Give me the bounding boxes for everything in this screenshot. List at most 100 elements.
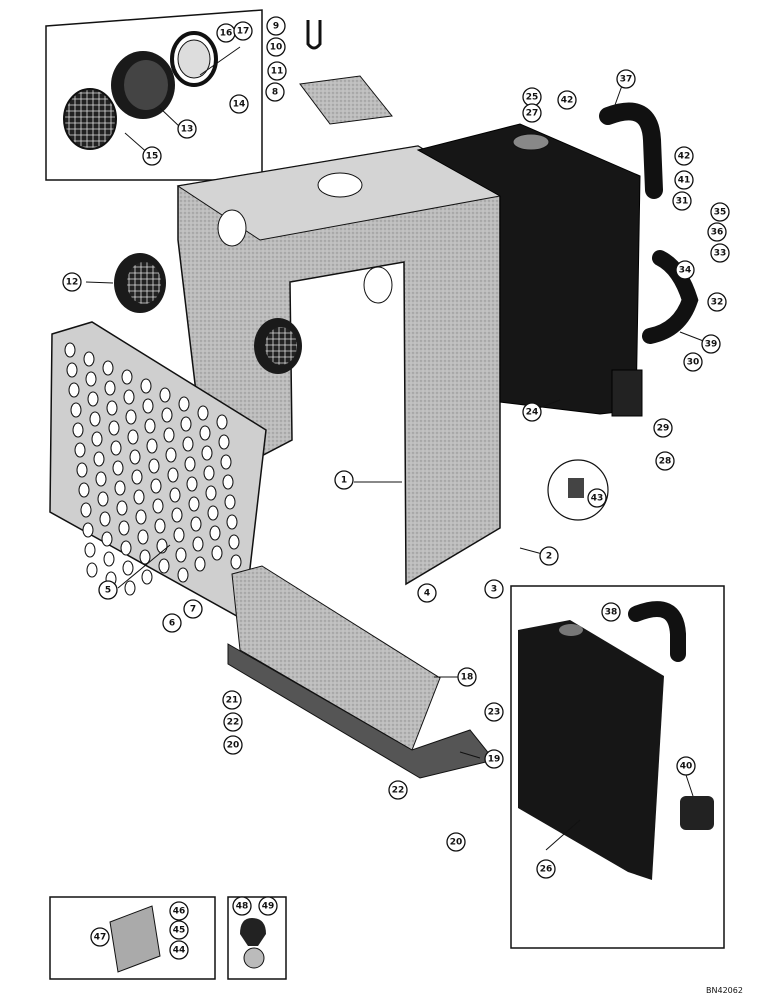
grille-hole <box>114 480 126 496</box>
radiator-shroud <box>176 145 502 586</box>
callout-18: 18 <box>457 667 477 687</box>
callout-number: 48 <box>236 902 249 912</box>
callout-bubble <box>62 272 82 292</box>
callout-bubble <box>484 749 504 769</box>
callout-39: 39 <box>701 334 721 354</box>
grille-hole <box>104 380 116 396</box>
headlight-shell-center <box>254 318 302 374</box>
grille-holes <box>64 342 242 596</box>
grille-hole <box>112 460 124 476</box>
callout-20b: 20 <box>446 832 466 852</box>
callout-26: 26 <box>536 859 556 879</box>
grille-hole <box>188 496 200 512</box>
grille-hole <box>199 425 211 441</box>
callout-bubble <box>522 103 542 123</box>
callout-number: 32 <box>711 298 724 308</box>
callout-bubble <box>267 61 287 81</box>
callout-47: 47 <box>90 927 110 947</box>
grille-hole <box>97 491 109 507</box>
grille-hole <box>203 465 215 481</box>
callout-number: 22 <box>392 786 405 796</box>
callout-bubble <box>672 191 692 211</box>
reflector-plate <box>109 905 161 973</box>
callout-10: 10 <box>266 37 286 57</box>
callout-17: 17 <box>233 21 253 41</box>
callout-number: 34 <box>679 266 692 276</box>
lamp-inset-frame <box>227 896 287 980</box>
grille-hole <box>74 442 86 458</box>
grille-hole <box>121 369 133 385</box>
callout-24: 24 <box>522 402 542 422</box>
callout-38: 38 <box>601 602 621 622</box>
callout-number: 27 <box>526 109 539 119</box>
callout-11: 11 <box>267 61 287 81</box>
grille-hole <box>150 478 162 494</box>
alternate-radiator-inset-frame <box>510 585 725 949</box>
callout-number: 22 <box>227 718 240 728</box>
grille-hole <box>184 456 196 472</box>
grille-hole <box>91 431 103 447</box>
callout-bubble <box>90 927 110 947</box>
callout-41: 41 <box>674 170 694 190</box>
callout-number: 44 <box>173 946 186 956</box>
callout-bubble <box>232 896 252 916</box>
grille-hole <box>106 400 118 416</box>
callout-number: 13 <box>181 125 194 135</box>
callout-40: 40 <box>676 756 696 776</box>
callout-bubble <box>162 613 182 633</box>
callout-number: 42 <box>678 152 691 162</box>
callout-bubble <box>539 546 559 566</box>
callout-bubble <box>98 580 118 600</box>
callout-bubble <box>522 402 542 422</box>
grille-hole <box>85 371 97 387</box>
grille-hole <box>123 389 135 405</box>
callout-bubble <box>710 202 730 222</box>
grille-hole <box>186 476 198 492</box>
grille-hole <box>93 451 105 467</box>
callout-number: 14 <box>233 100 246 110</box>
callout-16: 16 <box>216 23 236 43</box>
callout-29: 29 <box>653 418 673 438</box>
callout-19: 19 <box>484 749 504 769</box>
grille-hole <box>182 436 194 452</box>
grille-hole <box>120 540 132 556</box>
callout-number: 23 <box>488 708 501 718</box>
callout-bubble <box>457 667 477 687</box>
grille-hole <box>171 507 183 523</box>
callout-bubble <box>655 451 675 471</box>
callout-bubble <box>417 583 437 603</box>
callout-5: 5 <box>98 580 118 600</box>
grille-hole <box>76 462 88 478</box>
callout-number: 3 <box>491 585 497 595</box>
callout-22b: 22 <box>388 780 408 800</box>
alternate-radiator <box>518 620 664 880</box>
grille-hole <box>165 447 177 463</box>
callout-32: 32 <box>707 292 727 312</box>
callout-49: 49 <box>258 896 278 916</box>
callout-bubble <box>683 352 703 372</box>
callout-21: 21 <box>222 690 242 710</box>
grille-hole <box>133 489 145 505</box>
grille-hole <box>142 398 154 414</box>
callout-2: 2 <box>539 546 559 566</box>
grille-hole <box>141 569 153 585</box>
callout-number: 10 <box>270 43 283 53</box>
callout-bubble <box>707 222 727 242</box>
callout-number: 39 <box>705 340 718 350</box>
callout-33: 33 <box>710 243 730 263</box>
mounting-plate-small <box>299 75 393 125</box>
callout-3: 3 <box>484 579 504 599</box>
grille-hole <box>80 502 92 518</box>
callout-number: 30 <box>687 358 700 368</box>
callout-number: 26 <box>540 865 553 875</box>
grille-hole <box>89 411 101 427</box>
headlight-housing <box>111 51 175 119</box>
callout-bubble <box>169 901 189 921</box>
grille-hole <box>173 527 185 543</box>
callout-bubble <box>536 859 556 879</box>
callout-number: 47 <box>94 933 107 943</box>
callout-9: 9 <box>266 16 286 36</box>
callout-number: 4 <box>424 589 430 599</box>
